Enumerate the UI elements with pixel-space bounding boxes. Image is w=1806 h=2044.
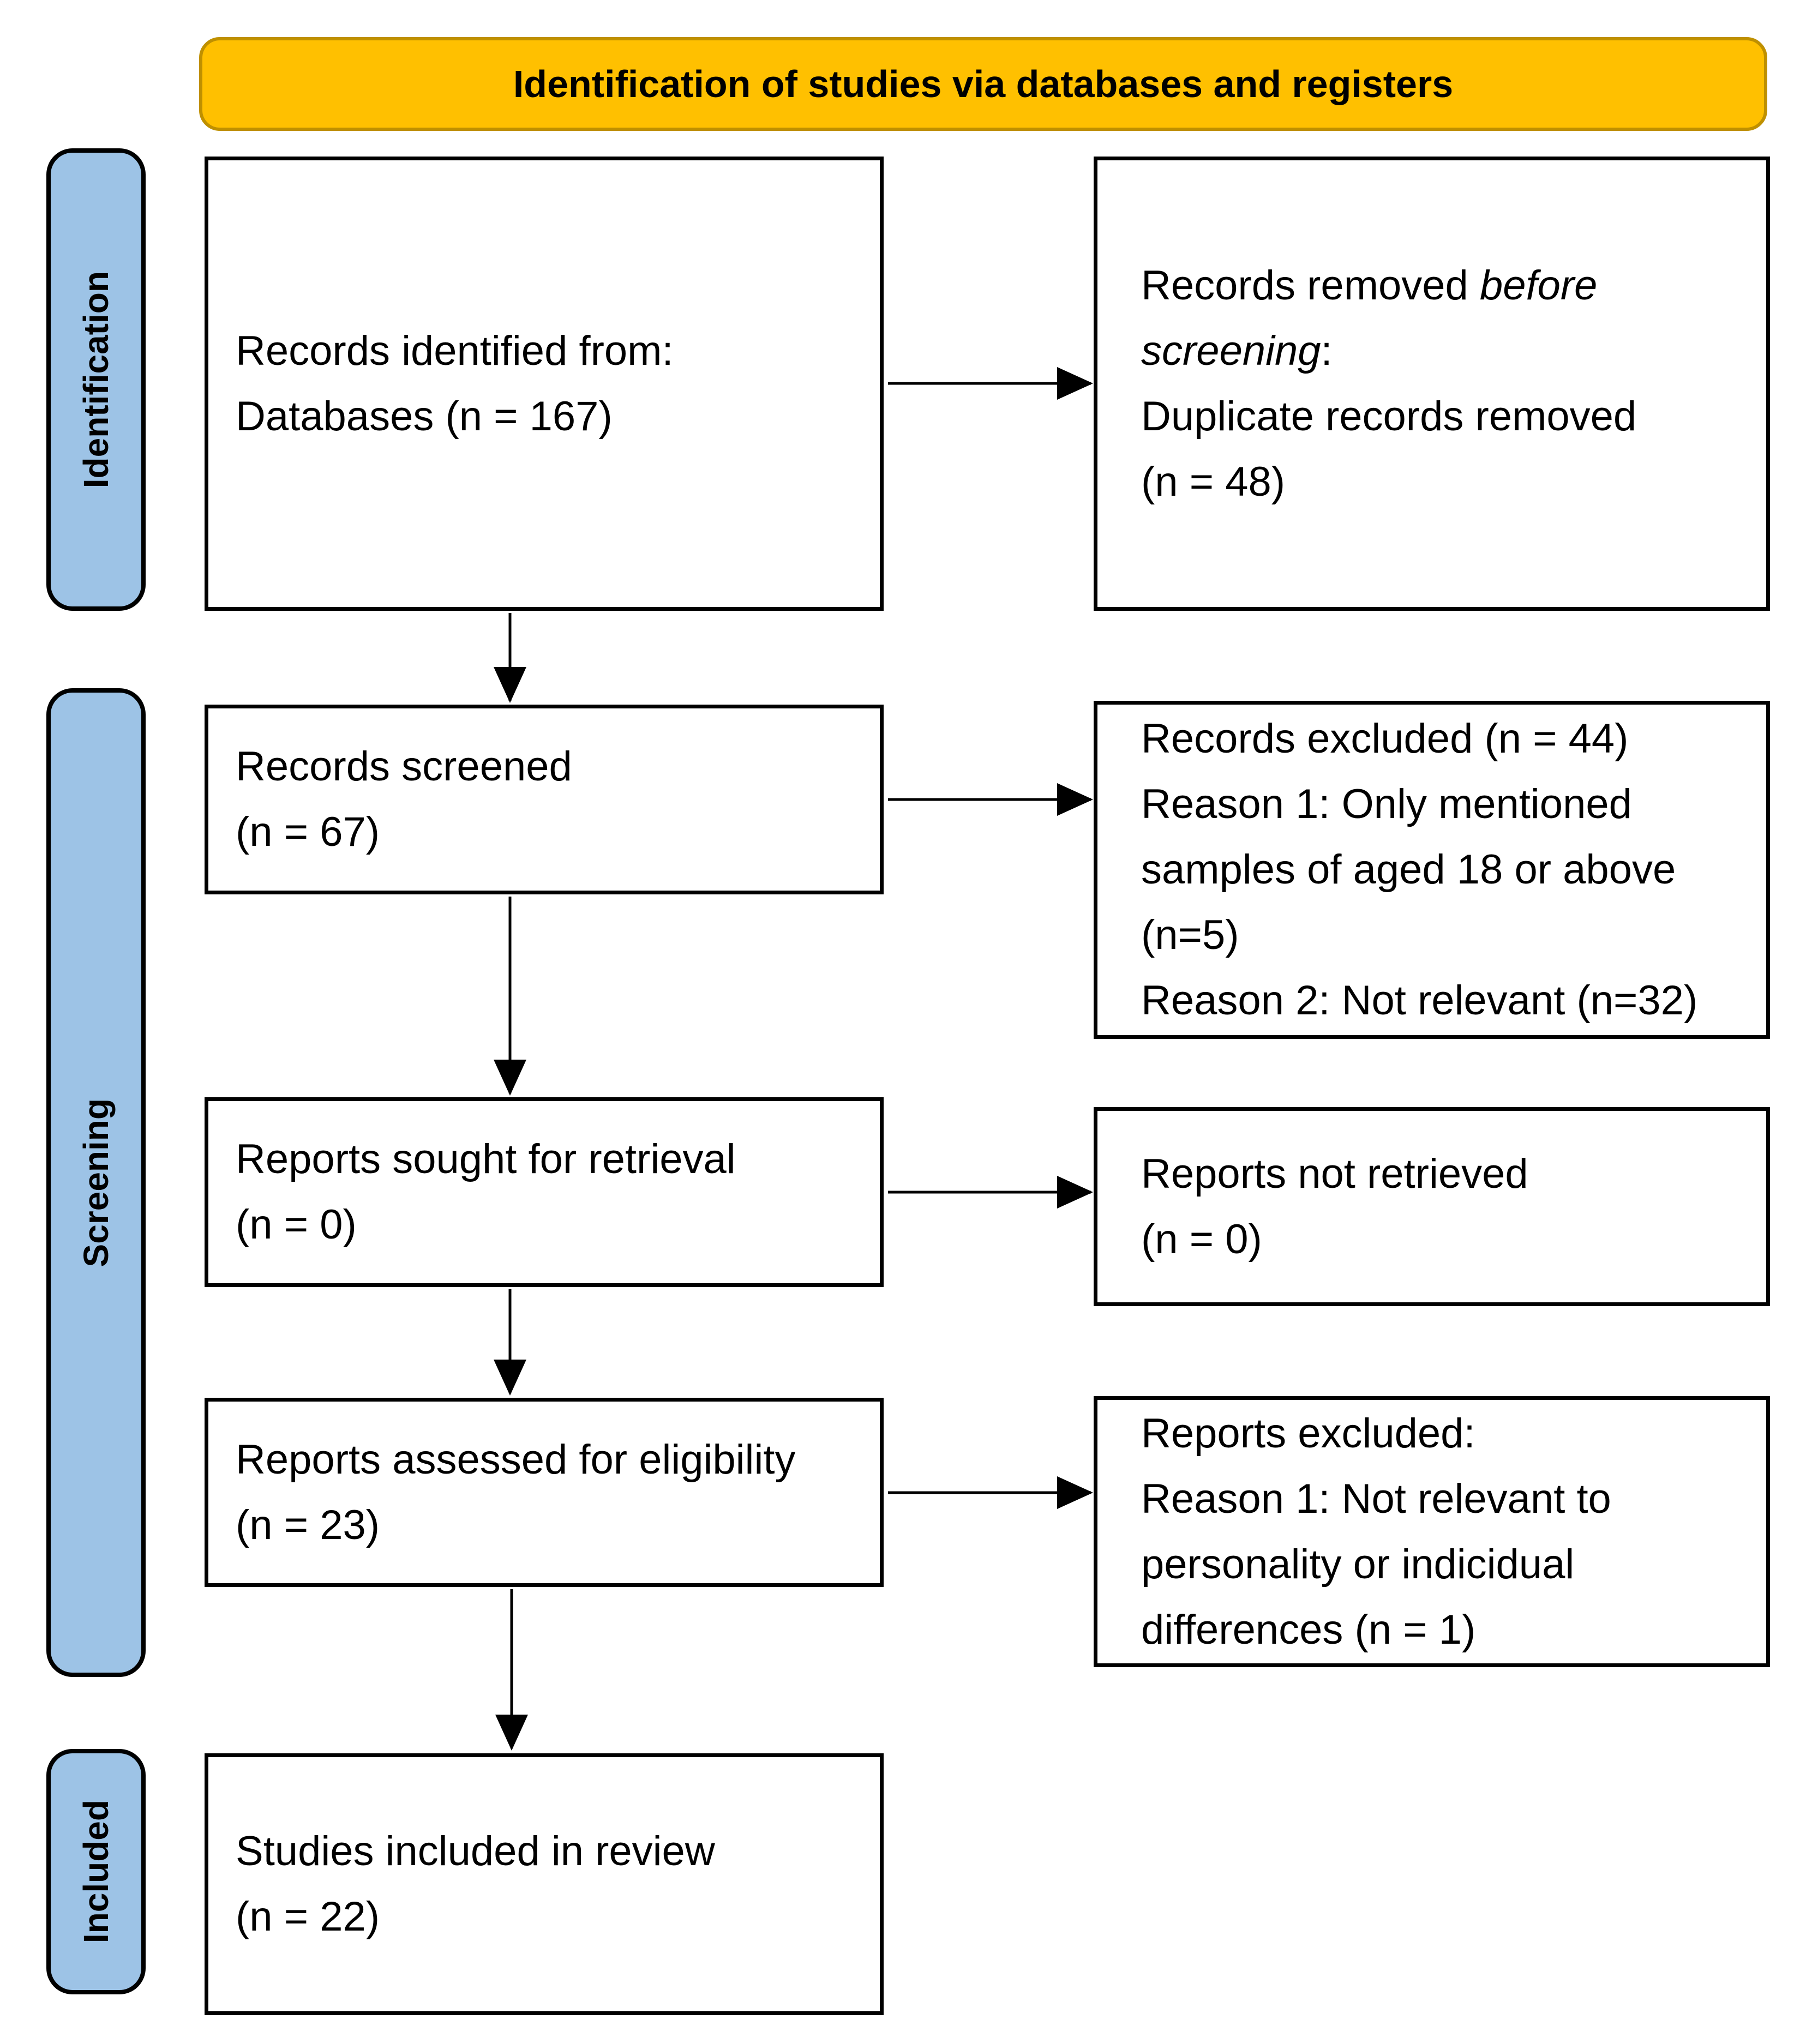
records-removed-suffix: :: [1321, 327, 1333, 374]
box-records-removed: Records removed before screening: Duplic…: [1094, 157, 1770, 611]
records-removed-heading: Records removed before screening:: [1141, 253, 1744, 384]
box-records-screened: Records screened (n = 67): [205, 705, 884, 894]
stage-label-screening: Screening: [46, 688, 146, 1677]
reports-excluded-detail: Reason 1: Not relevant to personality or…: [1141, 1475, 1611, 1653]
stage-label-screening-text: Screening: [76, 1098, 116, 1267]
records-identified-detail: Databases (n = 167): [236, 393, 613, 440]
reports-excluded-heading: Reports excluded:: [1141, 1410, 1475, 1457]
box-reports-sought: Reports sought for retrieval (n = 0): [205, 1097, 884, 1287]
studies-included-text: Studies included in review (n = 22): [236, 1828, 715, 1940]
box-reports-excluded: Reports excluded: Reason 1: Not relevant…: [1094, 1396, 1770, 1667]
box-reports-assessed: Reports assessed for eligibility (n = 23…: [205, 1398, 884, 1587]
stage-label-included-text: Included: [76, 1800, 116, 1944]
records-removed-detail: Duplicate records removed (n = 48): [1141, 393, 1637, 505]
box-reports-not-retrieved: Reports not retrieved (n = 0): [1094, 1107, 1770, 1306]
stage-label-identification: Identification: [46, 148, 146, 611]
box-studies-included: Studies included in review (n = 22): [205, 1753, 884, 2015]
stage-label-included: Included: [46, 1749, 146, 1994]
records-excluded-text: Records excluded (n = 44) Reason 1: Only…: [1141, 716, 1698, 1024]
records-removed-prefix: Records removed: [1141, 262, 1480, 309]
stage-label-identification-text: Identification: [76, 270, 116, 489]
reports-assessed-text: Reports assessed for eligibility (n = 23…: [236, 1436, 796, 1548]
box-records-excluded: Records excluded (n = 44) Reason 1: Only…: [1094, 701, 1770, 1039]
reports-sought-text: Reports sought for retrieval (n = 0): [236, 1136, 736, 1248]
records-screened-text: Records screened (n = 67): [236, 743, 572, 855]
title-banner-text: Identification of studies via databases …: [513, 63, 1454, 105]
reports-not-retrieved-text: Reports not retrieved (n = 0): [1141, 1150, 1528, 1263]
box-records-identified: Records identified from: Databases (n = …: [205, 157, 884, 611]
records-removed-italic: before screening: [1141, 262, 1598, 374]
title-banner: Identification of studies via databases …: [199, 37, 1767, 131]
records-identified-heading: Records identified from:: [236, 327, 674, 374]
